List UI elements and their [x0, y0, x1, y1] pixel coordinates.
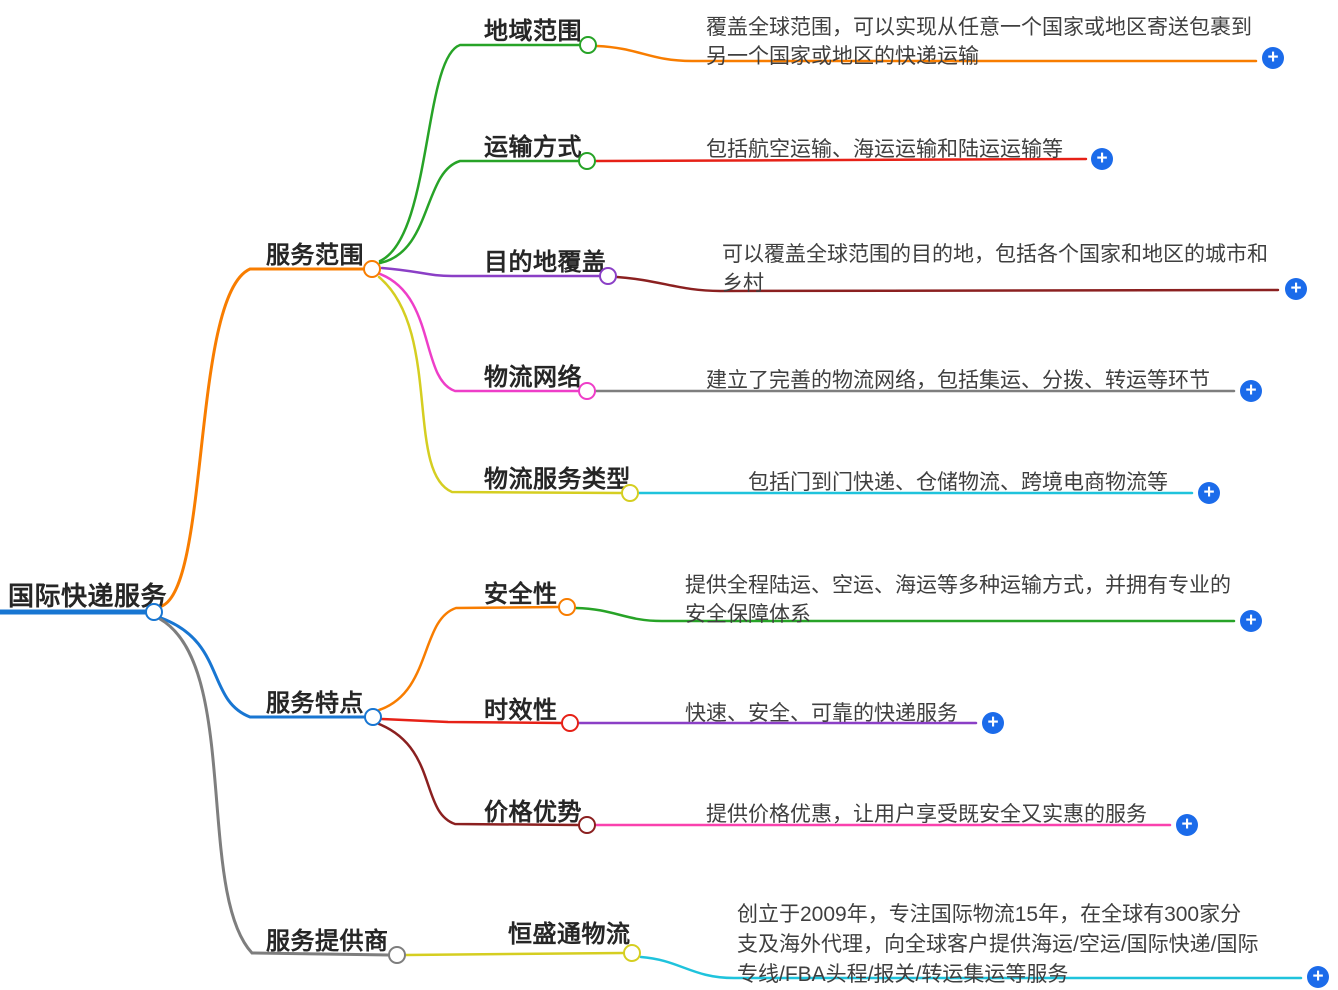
branch-service-scope-label[interactable]: 服务范围: [266, 242, 364, 269]
plus-button-transport-modes[interactable]: +: [1091, 148, 1113, 170]
branch-line-transport-modes: [378, 159, 580, 265]
node-geographic-scope-circle[interactable]: [579, 36, 597, 54]
node-price-advantage-circle[interactable]: [578, 816, 596, 834]
branch-line-safety: [377, 605, 560, 712]
desc-geographic-scope[interactable]: 覆盖全球范围，可以实现从任意一个国家或地区寄送包裹到另一个国家或地区的快递运输: [706, 16, 1252, 68]
node-destination-coverage-label[interactable]: 目的地覆盖: [484, 249, 607, 276]
branch-line-service-provider: [158, 617, 390, 957]
desc-transport-modes[interactable]: 包括航空运输、海运运输和陆运运输等: [706, 138, 1063, 161]
desc-safety[interactable]: 提供全程陆运、空运、海运等多种运输方式，并拥有专业的安全保障体系: [685, 574, 1231, 626]
node-transport-modes-label[interactable]: 运输方式: [484, 134, 582, 161]
plus-button-hengshengtong[interactable]: +: [1307, 966, 1329, 988]
node-logistics-network-circle[interactable]: [578, 382, 596, 400]
node-destination-coverage-circle[interactable]: [599, 267, 617, 285]
branch-service-features-label[interactable]: 服务特点: [266, 690, 364, 717]
plus-button-destination-coverage[interactable]: +: [1285, 278, 1307, 300]
node-price-advantage-label[interactable]: 价格优势: [484, 799, 582, 826]
branch-service-provider-circle[interactable]: [388, 946, 406, 964]
node-geographic-scope-label[interactable]: 地域范围: [484, 18, 582, 45]
node-logistics-service-types-circle[interactable]: [621, 484, 639, 502]
desc-logistics-network[interactable]: 建立了完善的物流网络，包括集运、分拨、转运等环节: [706, 369, 1210, 392]
node-timeliness-label[interactable]: 时效性: [484, 697, 558, 724]
node-safety-label[interactable]: 安全性: [484, 581, 558, 608]
plus-button-logistics-service-types[interactable]: +: [1198, 482, 1220, 504]
plus-button-geographic-scope[interactable]: +: [1262, 47, 1284, 69]
node-safety-circle[interactable]: [558, 598, 576, 616]
branch-line-service-scope: [160, 267, 365, 608]
desc-logistics-service-types[interactable]: 包括门到门快递、仓储物流、跨境电商物流等: [748, 471, 1168, 494]
node-hengshengtong-label[interactable]: 恒盛通物流: [508, 921, 631, 948]
node-transport-modes-circle[interactable]: [578, 152, 596, 170]
plus-button-price-advantage[interactable]: +: [1176, 814, 1198, 836]
node-logistics-network-label[interactable]: 物流网络: [484, 364, 582, 391]
plus-button-timeliness[interactable]: +: [982, 712, 1004, 734]
branch-service-scope-circle[interactable]: [363, 260, 381, 278]
node-hengshengtong-circle[interactable]: [623, 944, 641, 962]
desc-hengshengtong[interactable]: 创立于2009年，专注国际物流15年，在全球有300家分支及海外代理，向全球客户…: [737, 903, 1259, 986]
node-timeliness-circle[interactable]: [561, 714, 579, 732]
root-node-circle[interactable]: [145, 603, 163, 621]
desc-destination-coverage[interactable]: 可以覆盖全球范围的目的地，包括各个国家和地区的城市和乡村: [722, 243, 1268, 295]
node-logistics-service-types-label[interactable]: 物流服务类型: [484, 466, 631, 493]
branch-service-features-circle[interactable]: [364, 708, 382, 726]
branch-service-provider-label[interactable]: 服务提供商: [266, 928, 389, 955]
root-node-label[interactable]: 国际快递服务: [8, 581, 168, 611]
plus-button-safety[interactable]: +: [1240, 610, 1262, 632]
desc-timeliness[interactable]: 快速、安全、可靠的快递服务: [685, 702, 958, 725]
desc-price-advantage[interactable]: 提供价格优惠，让用户享受既安全又实惠的服务: [706, 803, 1147, 826]
branch-line-hengshengtong: [404, 951, 625, 957]
plus-button-logistics-network[interactable]: +: [1240, 380, 1262, 402]
